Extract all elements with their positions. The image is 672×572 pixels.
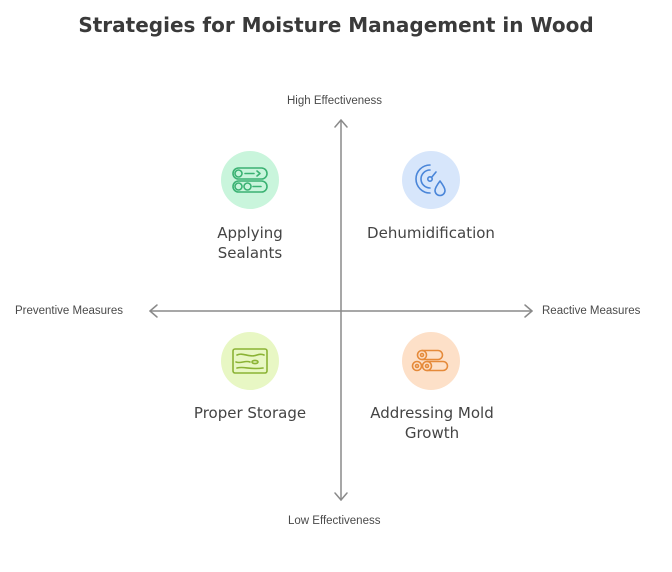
- quadrant-label-proper-storage: Proper Storage: [193, 404, 307, 422]
- quadrant-label-applying-sealants: Applying Sealants: [217, 224, 283, 262]
- humidity-gauge-icon: [402, 151, 460, 209]
- axis-label-left: Preventive Measures: [15, 305, 124, 317]
- axis-arrow-left: [149, 304, 158, 318]
- axis-arrow-down: [334, 492, 348, 501]
- diagram-title: Strategies for Moisture Management in Wo…: [78, 13, 594, 37]
- axis-label-right: Reactive Measures: [542, 305, 641, 317]
- axis-label-bottom: Low Effectiveness: [288, 515, 381, 527]
- quadrant-label-addressing-mold-growth: Addressing Mold Growth: [370, 404, 494, 442]
- axis-arrow-up: [334, 119, 348, 128]
- sealant-logs-icon: [221, 151, 279, 209]
- wood-plank-icon: [221, 332, 279, 390]
- stacked-logs-icon: [402, 332, 460, 390]
- axis-arrow-right: [524, 304, 533, 318]
- axis-label-top: High Effectiveness: [287, 95, 383, 107]
- quadrant-label-dehumidification: Dehumidification: [367, 224, 495, 242]
